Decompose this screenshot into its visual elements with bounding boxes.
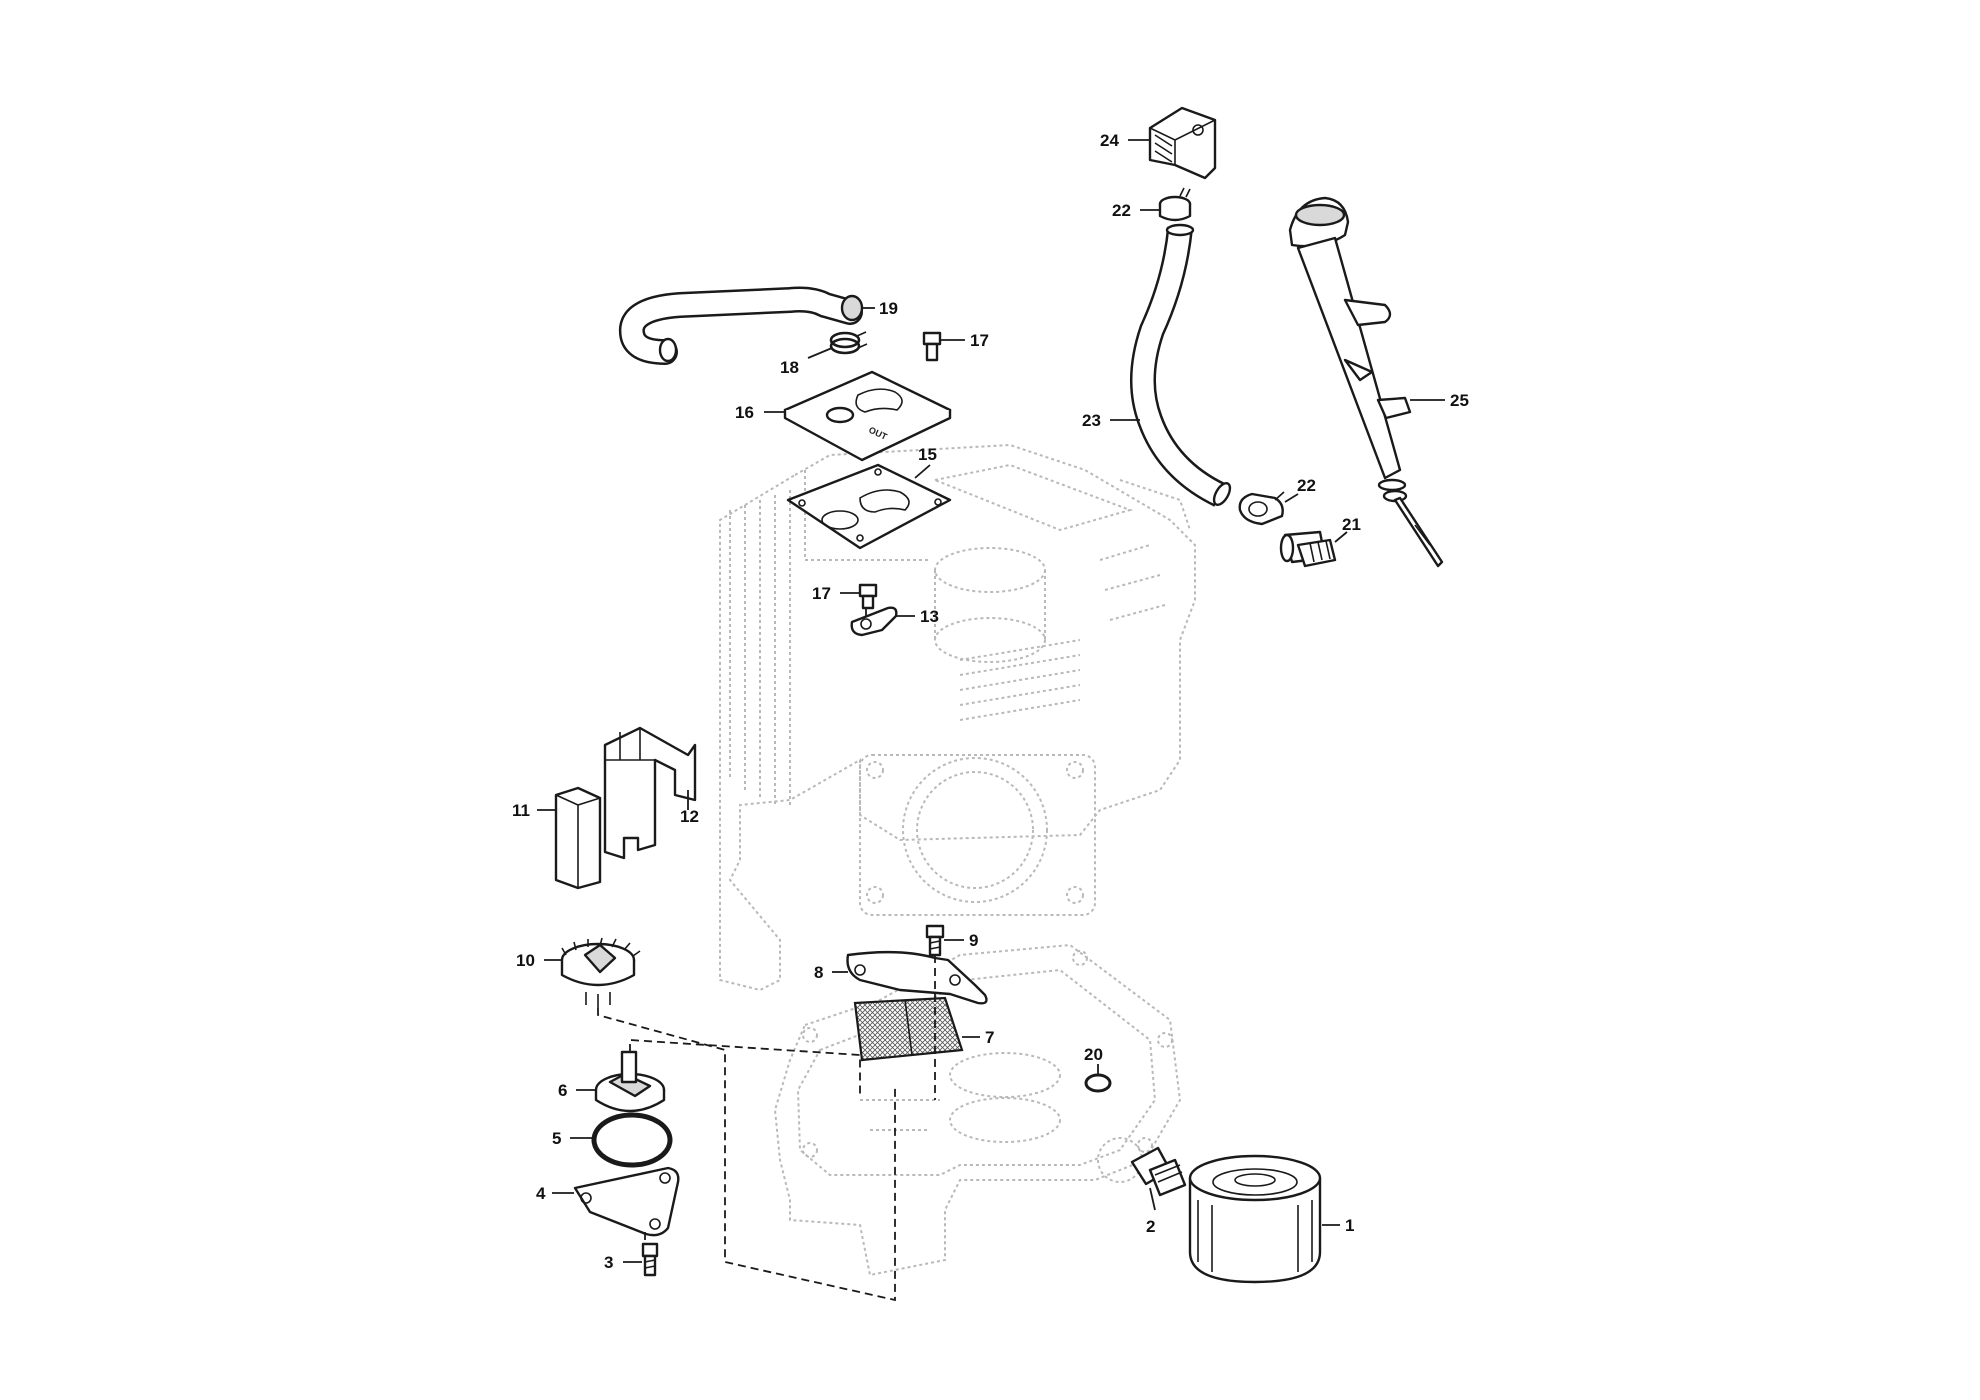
spring-clamp-18[interactable] bbox=[829, 331, 868, 355]
engine-block-ghost bbox=[719, 443, 1196, 992]
oil-filter[interactable] bbox=[1188, 1154, 1322, 1284]
screw-3[interactable] bbox=[641, 1242, 659, 1277]
callout-2: 2 bbox=[1146, 1217, 1155, 1236]
filter-nipple[interactable] bbox=[1130, 1146, 1187, 1197]
callout-16: 16 bbox=[735, 403, 754, 422]
callout-22b: 22 bbox=[1297, 476, 1316, 495]
hose-clamp-22-lower[interactable] bbox=[1238, 491, 1285, 526]
breather-hose[interactable] bbox=[618, 286, 864, 365]
callout-25: 25 bbox=[1450, 391, 1469, 410]
assembly-guide-lines bbox=[597, 608, 936, 1302]
callout-6: 6 bbox=[558, 1081, 567, 1100]
callout-17b: 17 bbox=[812, 584, 831, 603]
hose-clamp-22-top[interactable] bbox=[1158, 187, 1192, 222]
foam-block[interactable] bbox=[554, 786, 602, 890]
screw-17-top[interactable] bbox=[922, 331, 942, 362]
callout-10: 10 bbox=[516, 951, 535, 970]
screw-17-lower[interactable] bbox=[858, 583, 878, 610]
callout-9: 9 bbox=[969, 931, 978, 950]
callout-15: 15 bbox=[918, 445, 937, 464]
callout-11: 11 bbox=[512, 801, 530, 820]
callout-19: 19 bbox=[879, 299, 898, 318]
hose-clamp-13[interactable] bbox=[850, 606, 898, 637]
governor-gear[interactable] bbox=[560, 937, 641, 1008]
dipstick-tube[interactable] bbox=[1288, 196, 1444, 568]
callout-20: 20 bbox=[1084, 1045, 1103, 1064]
screw-9[interactable] bbox=[925, 924, 945, 957]
callout-21: 21 bbox=[1342, 515, 1361, 534]
callout-17a: 17 bbox=[970, 331, 989, 350]
fill-tube-bracket[interactable] bbox=[1148, 106, 1217, 180]
breather-bracket[interactable] bbox=[603, 726, 697, 860]
o-ring-20[interactable] bbox=[1084, 1073, 1112, 1093]
callout-23: 23 bbox=[1082, 411, 1101, 430]
o-ring-5[interactable] bbox=[591, 1112, 673, 1168]
callout-1: 1 bbox=[1345, 1216, 1354, 1235]
callout-7: 7 bbox=[985, 1028, 994, 1047]
callout-5: 5 bbox=[552, 1129, 561, 1148]
cover-plate[interactable] bbox=[573, 1166, 680, 1237]
callout-12: 12 bbox=[680, 807, 699, 826]
callout-13: 13 bbox=[920, 607, 939, 626]
callout-18: 18 bbox=[780, 358, 799, 377]
callout-8: 8 bbox=[814, 963, 823, 982]
callout-3: 3 bbox=[604, 1253, 613, 1272]
oil-pump-rotor[interactable] bbox=[594, 1050, 666, 1113]
oil-screen[interactable] bbox=[853, 996, 964, 1062]
baffle-plate[interactable] bbox=[846, 950, 988, 1005]
callout-22a: 22 bbox=[1112, 201, 1131, 220]
breather-cover[interactable]: OUT bbox=[783, 370, 952, 462]
oil-fill-hose[interactable] bbox=[1130, 223, 1233, 507]
breather-gasket[interactable] bbox=[786, 463, 952, 550]
callout-24: 24 bbox=[1100, 131, 1119, 150]
oil-sump-ghost bbox=[773, 943, 1182, 1277]
elbow-fitting[interactable] bbox=[1279, 530, 1337, 568]
callout-4: 4 bbox=[536, 1184, 546, 1203]
